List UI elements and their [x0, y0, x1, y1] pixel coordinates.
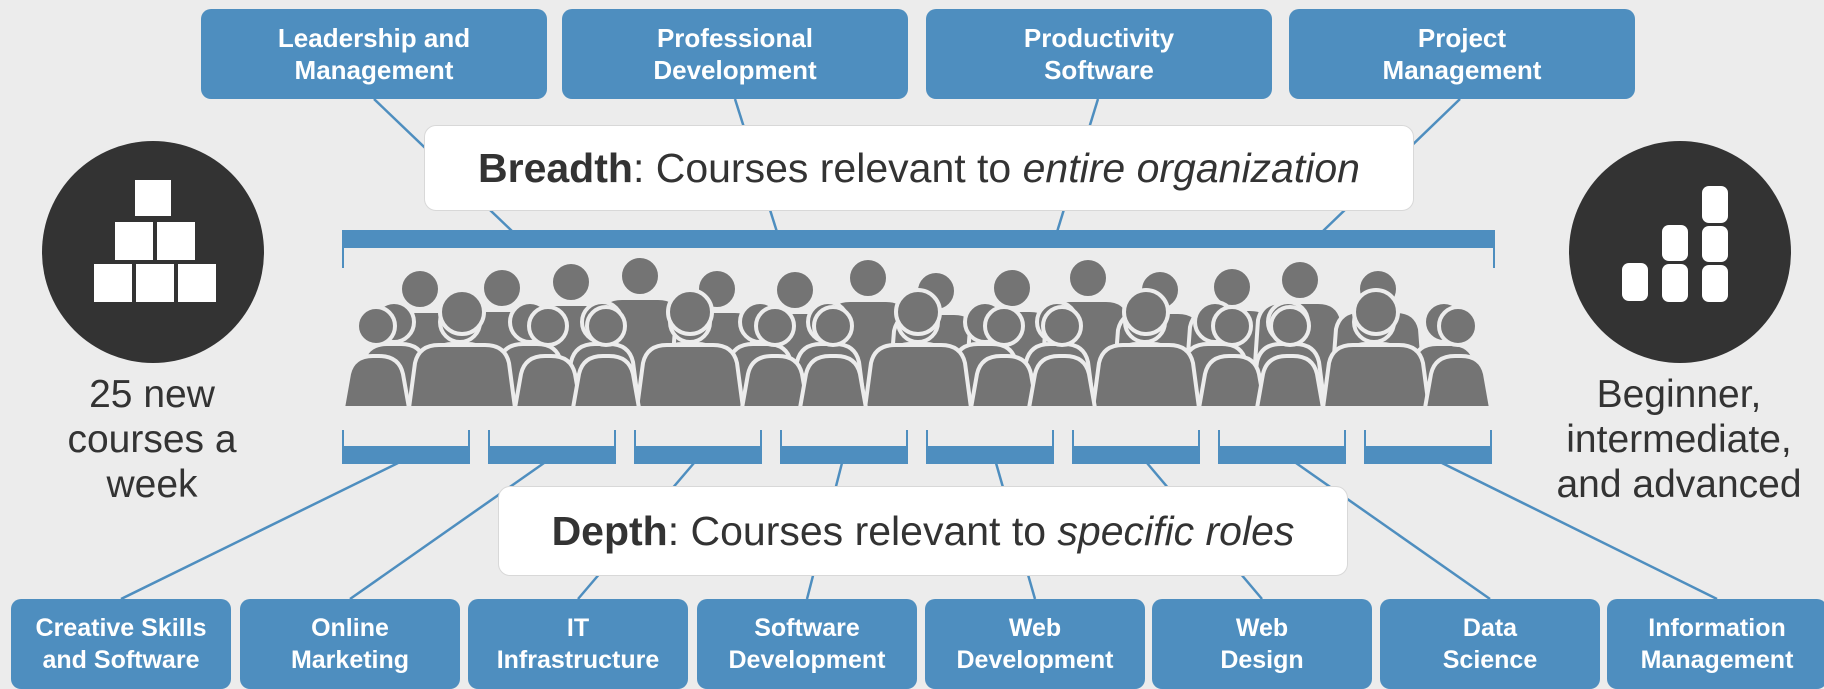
breadth-callout: Breadth: Courses relevant to entire orga…	[424, 125, 1414, 211]
person-icon	[1196, 305, 1268, 410]
depth-bar-segment	[1218, 446, 1346, 464]
bottom-category-online-marketing: Online Marketing	[240, 599, 460, 689]
bottom-connector-line	[120, 461, 399, 601]
bottom-connector-line	[349, 461, 545, 601]
bottom-category-it-infrastructure: IT Infrastructure	[468, 599, 688, 689]
person-icon	[1254, 305, 1326, 410]
person-icon	[406, 288, 518, 410]
top-category-professional-development: Professional Development	[562, 9, 908, 99]
depth-bar-segment	[1072, 446, 1200, 464]
bottom-category-information-management: Information Management	[1607, 599, 1824, 689]
depth-bar-segment	[488, 446, 616, 464]
bottom-category-data-science: Data Science	[1380, 599, 1600, 689]
depth-bar-segment	[780, 446, 908, 464]
depth-bar-segment	[1364, 446, 1492, 464]
person-icon	[634, 288, 746, 410]
bottom-category-web-development: Web Development	[925, 599, 1145, 689]
depth-emphasis: specific roles	[1057, 507, 1295, 554]
breadth-emphasis: entire organization	[1022, 144, 1360, 191]
person-icon	[862, 288, 974, 410]
person-icon	[1422, 305, 1494, 410]
bottom-category-creative-skills: Creative Skills and Software	[11, 599, 231, 689]
person-icon	[512, 305, 584, 410]
depth-bar-segment	[634, 446, 762, 464]
depth-callout: Depth: Courses relevant to specific role…	[498, 486, 1348, 576]
bottom-category-web-design: Web Design	[1152, 599, 1372, 689]
bottom-connector-line	[1295, 461, 1491, 601]
bottom-connector-line	[1441, 461, 1718, 601]
breadth-text: : Courses relevant to	[632, 144, 1023, 191]
person-icon	[968, 305, 1040, 410]
person-icon	[1026, 305, 1098, 410]
depth-text: : Courses relevant to	[667, 507, 1058, 554]
depth-label: Depth	[551, 507, 668, 554]
person-icon	[1090, 288, 1202, 410]
bottom-category-software-development: Software Development	[697, 599, 917, 689]
left-panel-text: 25 new courses a week	[67, 373, 237, 506]
person-icon	[340, 305, 412, 410]
stacked-blocks-icon	[94, 180, 216, 302]
person-icon	[797, 305, 869, 410]
level-bars-icon	[1622, 186, 1728, 302]
depth-bar-segment	[926, 446, 1054, 464]
depth-bar-segment	[342, 446, 470, 464]
left-panel-icon	[42, 141, 264, 363]
person-icon	[570, 305, 642, 410]
breadth-label: Breadth	[478, 144, 633, 191]
person-icon	[1320, 288, 1432, 410]
right-panel-icon	[1569, 141, 1791, 363]
person-icon	[739, 305, 811, 410]
right-panel-text: Beginner, intermediate, and advanced	[1556, 373, 1802, 506]
top-category-leadership: Leadership and Management	[201, 9, 547, 99]
breadth-bar	[342, 230, 1495, 248]
top-category-productivity-software: Productivity Software	[926, 9, 1272, 99]
top-category-project-management: Project Management	[1289, 9, 1635, 99]
